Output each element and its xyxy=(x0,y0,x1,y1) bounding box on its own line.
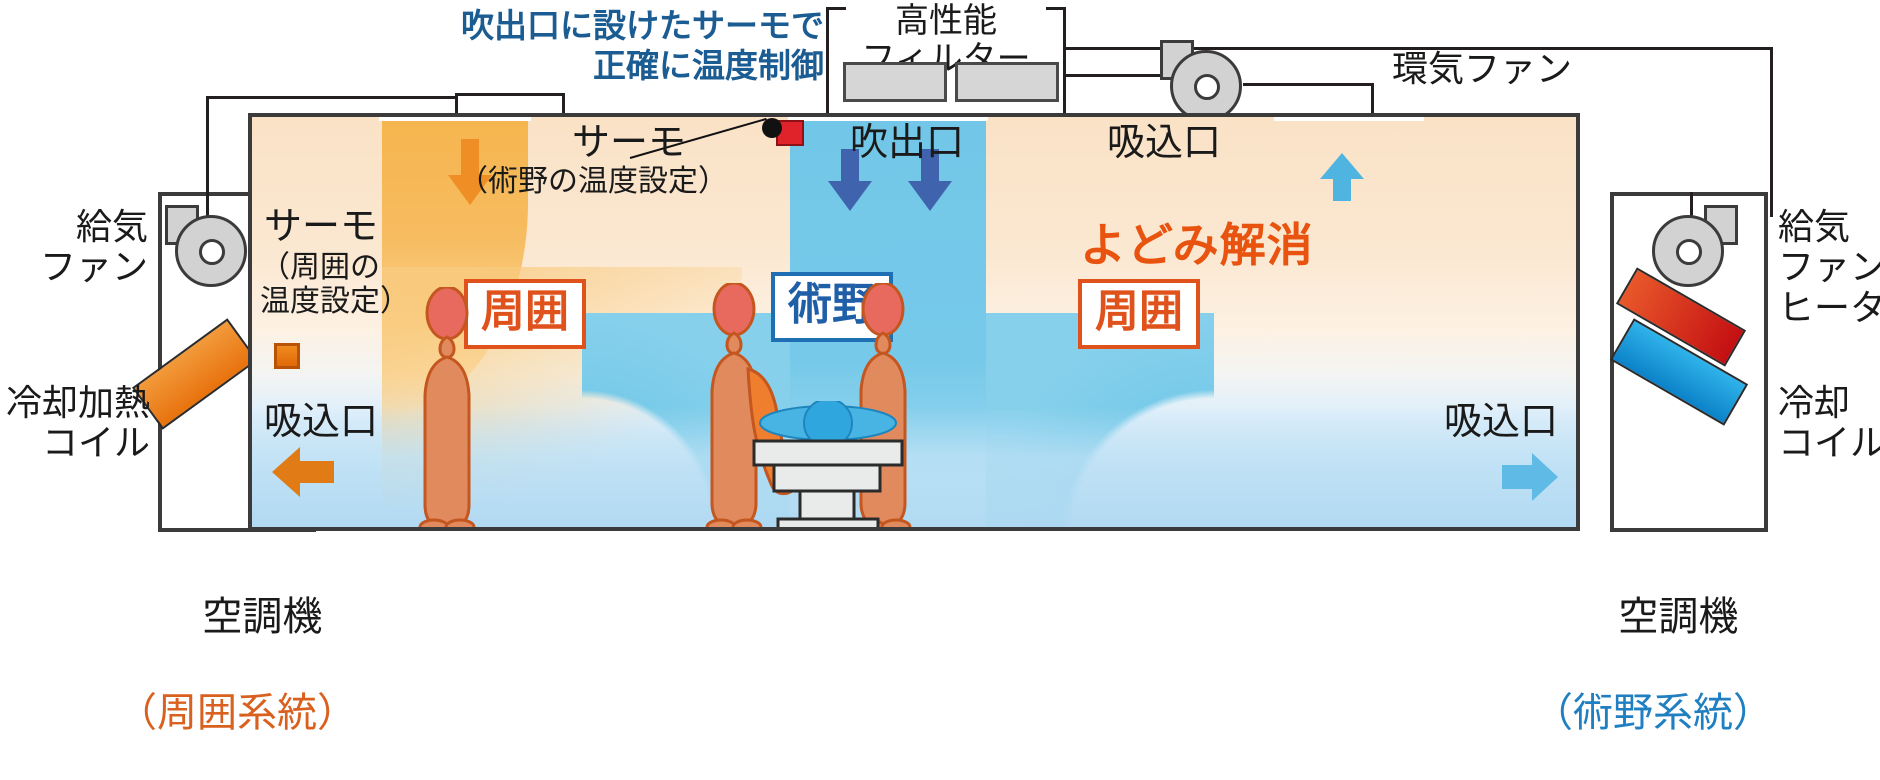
duct-return-drop xyxy=(1371,83,1374,117)
duct-return-fan-out xyxy=(1243,83,1373,86)
duct-left-horizontal xyxy=(206,96,458,99)
right-ahu-caption-main: 空調機 xyxy=(1618,594,1739,640)
arrow-up-lightblue xyxy=(1320,153,1364,201)
left-supply-fan-icon xyxy=(163,205,263,301)
surgical-thermo-dot xyxy=(762,118,782,138)
zone-tag-ambient-right: 周囲 xyxy=(1078,279,1200,349)
filter-element-left xyxy=(843,62,947,102)
return-fan-icon xyxy=(1158,40,1258,134)
left-ahu-inlet-stub xyxy=(206,192,209,220)
arrow-down-blue-left xyxy=(828,149,872,211)
right-ahu-caption-sub: （術野系統） xyxy=(1533,690,1773,736)
floor-air-layer xyxy=(252,407,1576,527)
ambient-outlet-opening xyxy=(379,117,531,121)
headline-note: 吹出口に設けたサーモで 正確に温度制御 xyxy=(461,6,824,86)
filter-label-backdrop xyxy=(846,2,1046,62)
left-ahu-caption-main: 空調機 xyxy=(202,594,323,640)
left-ahu-caption-sub: （周囲系統） xyxy=(117,690,357,736)
surgical-outlet-opening xyxy=(788,117,988,121)
right-supply-fan-label: 給気 ファン ヒーター xyxy=(1778,207,1880,329)
return-fan-label: 環気ファン xyxy=(1392,49,1573,90)
ambient-thermo-detail: （周囲の 温度設定） xyxy=(260,250,410,319)
duct-to-return-fan xyxy=(1063,74,1173,77)
arrow-right-lightblue xyxy=(1502,453,1558,501)
zone-tag-ambient-left: 周囲 xyxy=(464,279,586,349)
arrow-down-blue-right xyxy=(908,149,952,211)
duct-left-vertical xyxy=(206,96,209,216)
filter-element-right xyxy=(955,62,1059,102)
arrow-left-orange xyxy=(272,447,334,497)
surgical-thermo-detail: （術野の温度設定） xyxy=(458,164,728,199)
operating-room: サーモ （周囲の 温度設定） サーモ （術野の温度設定） 吹出口 吸込口 吸込口… xyxy=(248,113,1580,531)
stagnation-note: よどみ解消 xyxy=(1080,218,1314,272)
return-inlet-label-bottom-right: 吸込口 xyxy=(1444,399,1559,443)
person-ambient-zone xyxy=(418,287,476,527)
return-inlet-label-bottom-left: 吸込口 xyxy=(264,399,379,443)
duct-return-base xyxy=(1042,83,1374,117)
operating-table xyxy=(752,401,904,527)
right-ahu-caption: 空調機 （術野系統） xyxy=(1468,545,1838,780)
outlet-label: 吹出口 xyxy=(850,120,965,164)
ambient-thermo-title: サーモ xyxy=(264,204,379,248)
return-inlet-opening xyxy=(1274,117,1424,121)
left-ahu-caption: 空調機 （周囲系統） xyxy=(52,545,422,780)
duct-right-vertical xyxy=(1770,47,1773,217)
duct-top-right-upper xyxy=(1063,47,1773,50)
left-supply-fan-label: 給気 ファン xyxy=(39,207,148,289)
right-ahu-inlet-stub xyxy=(1690,192,1693,220)
left-coil-label: 冷却加熱 コイル xyxy=(5,383,150,465)
arrow-down-orange xyxy=(448,139,492,205)
surgical-thermo-title: サーモ xyxy=(572,120,687,164)
ambient-thermo-marker xyxy=(274,343,300,369)
return-inlet-label-top: 吸込口 xyxy=(1107,120,1222,164)
right-supply-fan-icon xyxy=(1640,205,1740,301)
right-cooling-coil-label: 冷却 コイル xyxy=(1778,383,1880,465)
